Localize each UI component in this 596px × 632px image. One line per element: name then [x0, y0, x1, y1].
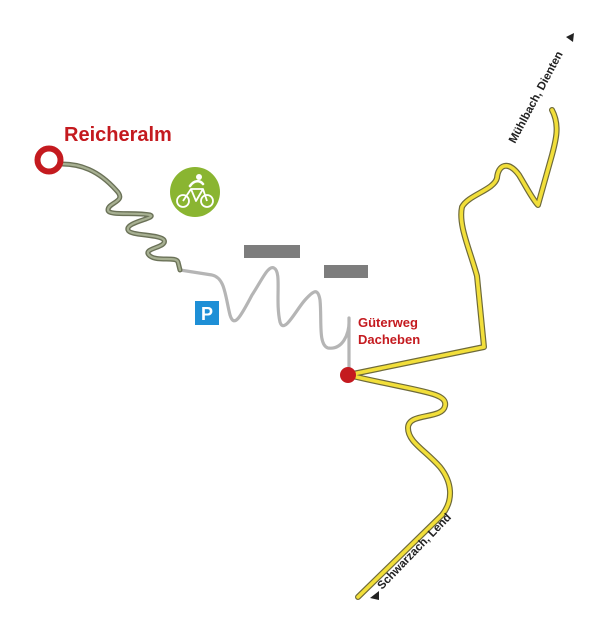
road-marker-bar	[324, 265, 368, 278]
road-label-south: Schwarzach, Lend	[376, 512, 454, 593]
junction-label-line1: Güterweg	[358, 315, 418, 330]
road-marker-bar	[244, 245, 300, 258]
parking-icon: P	[195, 301, 219, 325]
destination-label: Reicheralm	[64, 124, 172, 146]
parking-letter: P	[201, 304, 213, 324]
forest-path	[59, 161, 183, 273]
junction-label-line2: Dacheben	[358, 332, 420, 347]
main-road	[345, 107, 560, 600]
arrow-south-icon	[370, 591, 379, 600]
start-marker-icon[interactable]	[34, 145, 64, 175]
arrow-north-icon	[566, 33, 574, 42]
junction-marker-icon[interactable]	[340, 367, 356, 383]
bicycle-icon	[170, 167, 220, 217]
access-road	[178, 266, 351, 377]
